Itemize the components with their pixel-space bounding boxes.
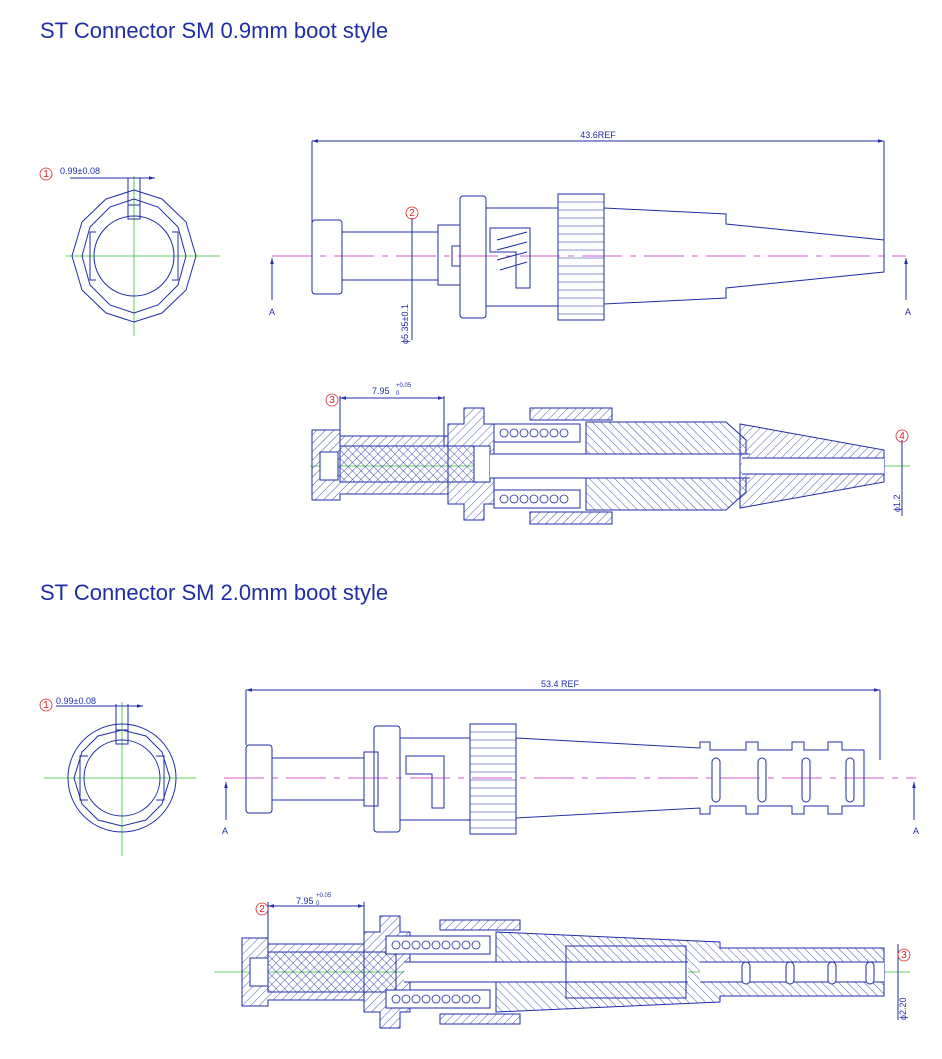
callout-2-section-2.0: 2	[259, 904, 265, 915]
section-title-2.0mm: ST Connector SM 2.0mm boot style	[40, 580, 389, 605]
section-title-0.9mm: ST Connector SM 0.9mm boot style	[40, 18, 389, 43]
section-mark-right-2.0: A	[913, 826, 919, 836]
section-view-2.0mm	[214, 902, 910, 1029]
callout-circle	[897, 948, 911, 962]
dim-7.95-tol-upper-2.0: +0.05	[316, 893, 332, 899]
dim-7.95-tol-lower-2.0: 0	[316, 901, 320, 907]
dim-phi2.20-2.0: ϕ2.20	[898, 997, 908, 1020]
section-view-0.9mm	[310, 396, 910, 525]
diameter-dim-0.9: ϕ5.35±0.1	[400, 304, 410, 344]
dim-7.95-base-2.0: 7.95	[296, 896, 314, 906]
callout-circle	[255, 902, 269, 916]
callout-circle	[405, 206, 419, 220]
dim-7.95-base-0.9: 7.95	[372, 386, 390, 396]
callout-2-side-0.9: 2	[409, 208, 415, 219]
section-mark-left-0.9: A	[269, 307, 275, 317]
front-view-2.0mm	[44, 702, 196, 856]
callout-1-front-0.9: 1	[43, 169, 49, 180]
section-mark-left-2.0: A	[222, 826, 228, 836]
callout-1-front-2.0: 1	[43, 700, 49, 711]
callout-3-section-0.9: 3	[329, 395, 335, 406]
dimension-front-2.0: 0.99±0.08	[56, 696, 96, 706]
front-view-0.9mm	[66, 176, 220, 336]
callout-3-section-2.0: 3	[901, 950, 907, 961]
dim-7.95-tol-upper-0.9: +0.05	[396, 383, 412, 389]
dim-7.95-tol-lower-0.9: 0	[396, 391, 400, 397]
callout-circle	[325, 393, 339, 407]
side-view-0.9mm	[270, 139, 908, 340]
callout-circle	[39, 167, 53, 181]
callout-4-section-0.9: 4	[899, 431, 905, 442]
section-mark-right-0.9: A	[905, 307, 911, 317]
callout-circle	[39, 698, 53, 712]
overall-length-0.9: 43.6REF	[580, 130, 616, 140]
overall-length-2.0: 53.4 REF	[541, 679, 580, 689]
side-view-2.0mm	[224, 688, 916, 835]
callout-circle	[895, 429, 909, 443]
dim-phi1.2-0.9: ϕ1.2	[892, 494, 902, 512]
dimension-front-0.9: 0.99±0.08	[60, 166, 100, 176]
